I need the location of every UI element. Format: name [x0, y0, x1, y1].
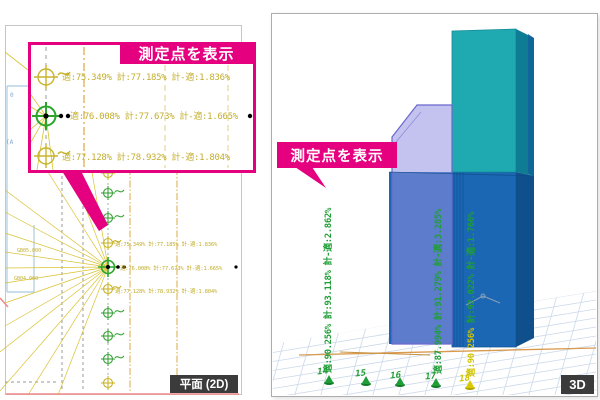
- measurement-row-3: 適:77.128% 計:78.932% 計-適:1.804%: [115, 288, 218, 295]
- point-18-number[interactable]: 18: [458, 373, 471, 385]
- point-17-measurement-text: 適:87.994% 計:91.279% 計-適:3.285%: [434, 209, 444, 374]
- inset-row-1: 適:75.349% 計:77.185% 計-適:1.836%: [62, 73, 230, 83]
- point-18-rest-part: 計:92.022% 計-適:1.766%: [467, 212, 477, 324]
- point-15-number[interactable]: 15: [354, 368, 367, 380]
- point-18-selected-part: 適:90.256%: [467, 323, 477, 377]
- view-label-3d: 3D: [561, 375, 594, 394]
- elevation-label-1: GB05.000: [17, 248, 42, 254]
- inset-selected-point: [32, 102, 60, 130]
- point-17-number[interactable]: 17: [424, 371, 437, 383]
- axis-label-2: (A: [6, 139, 14, 146]
- measurement-points-callout-3d: 測定点を表示: [277, 142, 397, 168]
- measurement-row-2: 適:76.008% 計:77.673% 計-適:1.665%: [120, 265, 223, 272]
- point-14-number[interactable]: 14: [316, 366, 329, 378]
- callout-title-2d: 測定点を表示: [120, 43, 253, 64]
- point-14-measurement-text: 適:90.256% 計:93.118% 計-適:2.862%: [324, 208, 334, 373]
- inset-row-3: 適:77.128% 計:78.932% 計-適:1.804%: [62, 153, 230, 163]
- axis-label-1: 0: [10, 92, 14, 99]
- point-18-measurement-text: 適:90.256% 計:92.022% 計-適:1.766%: [464, 212, 477, 377]
- inset-row-2: 適:76.008% 計:77.673% 計-適:1.665%: [70, 112, 238, 122]
- point-16-number[interactable]: 16: [389, 370, 402, 382]
- measurement-row-1: 適:75.349% 計:77.185% 計-適:1.836%: [115, 242, 218, 248]
- view-label-2d: 平面 (2D): [170, 375, 238, 393]
- elevation-label-2: GB04.000: [14, 276, 39, 282]
